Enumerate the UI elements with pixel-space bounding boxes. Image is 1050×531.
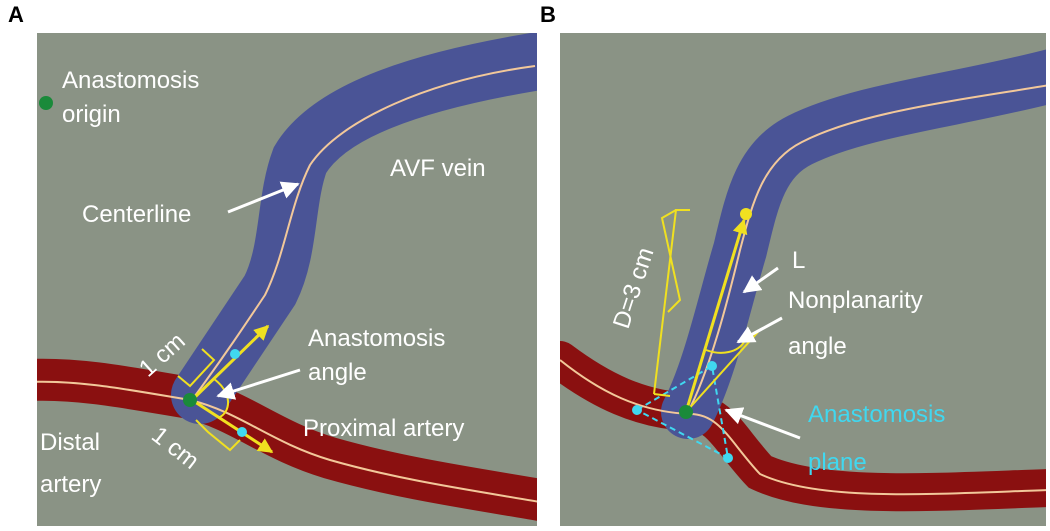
centerline-pointer-arrow <box>227 181 300 214</box>
panel-letter-a: A <box>8 2 24 27</box>
plane-label-line1: Anastomosis <box>808 401 945 428</box>
plane-label-line2: plane <box>808 449 867 476</box>
nonplanarity-reference-line <box>685 331 759 413</box>
direction-d-arrow <box>684 218 748 413</box>
artery-1cm-point <box>237 427 247 437</box>
nonplanarity-label-line2: angle <box>788 333 847 360</box>
vein-label: AVF vein <box>390 155 486 182</box>
anastomosis-angle-label-line1: Anastomosis <box>308 325 445 352</box>
anastomosis-angle-label-line2: angle <box>308 359 367 386</box>
origin-label-line1: Anastomosis <box>62 67 199 94</box>
plane-proximal-point <box>723 453 733 463</box>
distal-artery-label-line1: Distal <box>40 429 100 456</box>
artery-shape-b <box>560 341 1046 512</box>
distance-brace <box>660 209 682 313</box>
panel-b: D=3 cm L Nonplanarity angle Anastomosis … <box>560 33 1046 526</box>
panel-letter-b: B <box>540 2 556 27</box>
anastomosis-angle-arc <box>213 378 229 419</box>
distance-bracket-foot <box>653 393 671 397</box>
origin-label-line2: origin <box>62 101 121 128</box>
vein-centerline-b <box>687 84 1046 413</box>
vein-1cm-point <box>230 349 240 359</box>
distance-end-point <box>740 208 752 220</box>
artery-centerline-b <box>560 359 1046 496</box>
distal-artery-label-line2: artery <box>40 471 101 498</box>
origin-legend-dot <box>39 96 53 110</box>
panel-a: Anastomosis origin AVF vein Centerline 1… <box>37 33 537 526</box>
nonplanarity-label-line1: Nonplanarity <box>788 287 923 314</box>
l-label: L <box>792 247 805 274</box>
l-pointer-arrow <box>742 266 779 294</box>
plane-pointer-arrow <box>724 407 801 440</box>
one-cm-bracket-bottom <box>195 419 241 452</box>
artery-direction-arrow <box>191 398 274 454</box>
plane-vein-point <box>707 361 717 371</box>
anastomosis-origin-point-b <box>679 405 693 419</box>
anastomosis-plane-triangle <box>634 364 730 460</box>
artery-centerline <box>37 380 537 503</box>
anastomosis-angle-pointer-arrow <box>216 368 301 400</box>
plane-distal-point <box>632 405 642 415</box>
anastomosis-origin-point <box>183 393 197 407</box>
proximal-artery-label: Proximal artery <box>303 415 464 442</box>
nonplanarity-pointer-arrow <box>736 316 783 344</box>
nonplanarity-angle-arc <box>705 341 745 354</box>
vein-centerline <box>191 65 536 401</box>
vein-direction-arrow <box>190 324 270 402</box>
one-cm-bracket-top <box>177 348 216 388</box>
artery-shape <box>37 358 537 521</box>
centerline-label: Centerline <box>82 201 191 228</box>
